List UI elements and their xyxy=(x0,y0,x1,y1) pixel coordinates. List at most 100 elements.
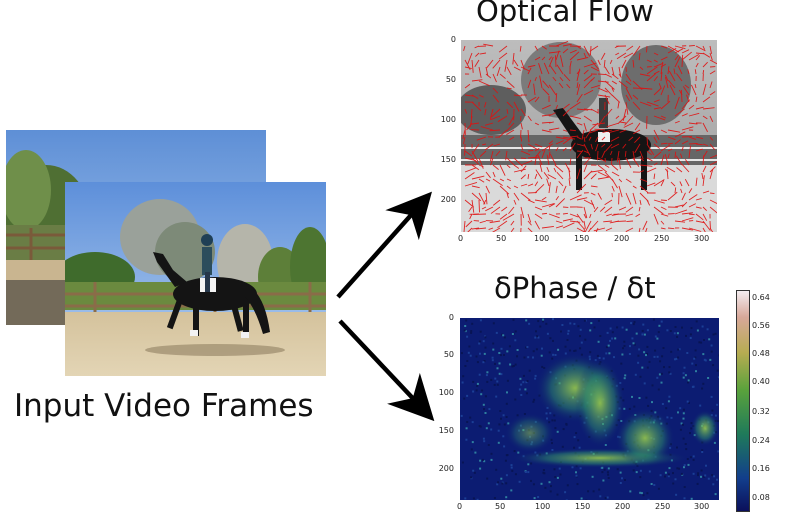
optical-flow-plot xyxy=(461,40,717,232)
speckle-cell xyxy=(496,483,499,486)
flow-vector xyxy=(709,81,713,89)
speckle-cell xyxy=(528,322,531,325)
arrow-to-phase-plot xyxy=(338,319,435,422)
speckle-cell xyxy=(527,471,530,474)
flow-vector xyxy=(471,101,482,112)
speckle-cell xyxy=(510,464,513,467)
flow-vector xyxy=(562,129,568,132)
speckle-cell xyxy=(552,353,555,356)
phase-heatmap xyxy=(460,318,719,500)
flow-vector xyxy=(583,89,594,96)
speckle-cell xyxy=(664,475,666,478)
flow-vector xyxy=(617,101,620,109)
flow-vector xyxy=(709,206,717,214)
flow-vector xyxy=(596,150,599,161)
flow-vector xyxy=(604,94,610,105)
speckle-cell xyxy=(475,355,478,358)
speckle-cell xyxy=(517,451,520,454)
speckle-cell xyxy=(473,471,476,474)
flow-vector xyxy=(576,168,581,180)
flow-vector xyxy=(492,178,503,186)
speckle-cell xyxy=(491,359,494,362)
flow-vector xyxy=(610,157,613,166)
flow-vector xyxy=(555,220,563,224)
speckle-cell xyxy=(661,355,664,358)
speckle-cell xyxy=(514,398,517,401)
flow-vector xyxy=(604,80,615,90)
speckle-cell xyxy=(717,376,719,379)
speckle-cell xyxy=(682,372,685,375)
flow-vector xyxy=(542,88,550,96)
speckle-cell xyxy=(516,414,519,417)
speckle-cell xyxy=(484,346,487,349)
flow-vector xyxy=(590,108,599,114)
speckle-cell xyxy=(698,341,701,344)
flow-vector xyxy=(702,206,708,211)
flow-vector xyxy=(479,150,487,157)
flow-vector xyxy=(597,176,611,180)
speckle-cell xyxy=(490,452,493,455)
flow-vector xyxy=(610,136,620,142)
flow-vector xyxy=(603,59,606,68)
flow-vector xyxy=(681,54,684,68)
flow-vector xyxy=(559,76,564,82)
flow-vector xyxy=(527,115,532,122)
speckle-cell xyxy=(624,479,626,481)
flow-vector xyxy=(587,227,592,232)
flow-vector xyxy=(658,83,662,89)
speckle-cell xyxy=(583,319,586,322)
x-tick: 100 xyxy=(535,502,551,511)
speckle-cell xyxy=(516,355,518,358)
speckle-cell xyxy=(646,329,649,332)
speckle-cell xyxy=(556,493,559,496)
flow-vector xyxy=(555,147,559,152)
speckle-cell xyxy=(687,381,689,384)
speckle-cell xyxy=(580,497,583,500)
speckle-cell xyxy=(710,344,713,347)
speckle-cell xyxy=(490,378,493,381)
speckle-cell xyxy=(575,474,578,477)
flow-vector xyxy=(709,45,712,54)
flow-vector xyxy=(464,83,471,89)
speckle-cell xyxy=(680,472,683,475)
flow-vector xyxy=(623,52,634,59)
flow-vector xyxy=(674,139,681,145)
speckle-cell xyxy=(464,325,467,327)
flow-vector xyxy=(506,157,515,166)
flow-vector xyxy=(709,91,716,96)
flow-vector xyxy=(527,173,530,180)
speckle-cell xyxy=(490,458,493,461)
flow-vector xyxy=(674,96,680,110)
speckle-cell xyxy=(511,469,514,472)
flow-vector xyxy=(639,170,645,173)
speckle-cell xyxy=(656,376,659,379)
colorbar-tick: 0.32 xyxy=(752,407,770,416)
flow-vector xyxy=(646,199,651,206)
optical-flow-title: Optical Flow xyxy=(476,0,654,28)
flow-vector xyxy=(632,157,640,168)
flow-vector xyxy=(674,45,686,50)
flow-vector xyxy=(508,115,515,126)
flow-vector xyxy=(489,220,501,224)
flow-vector xyxy=(576,57,589,61)
flow-vector xyxy=(667,153,670,159)
flow-vector xyxy=(513,168,526,173)
speckle-cell xyxy=(607,467,610,470)
flow-vector xyxy=(687,69,690,75)
speckle-cell xyxy=(573,436,576,439)
speckle-cell xyxy=(576,483,579,486)
speckle-cell xyxy=(492,348,495,351)
speckle-cell xyxy=(718,354,719,357)
flow-vector xyxy=(646,182,656,187)
flow-vector xyxy=(513,164,520,169)
speckle-cell xyxy=(514,339,517,342)
speckle-cell xyxy=(493,497,496,499)
speckle-cell xyxy=(682,437,685,440)
flow-vector xyxy=(645,227,648,232)
flow-vector xyxy=(555,198,566,208)
x-tick: 200 xyxy=(614,234,630,243)
flow-vector xyxy=(601,150,606,159)
speckle-cell xyxy=(666,329,669,332)
flow-vector xyxy=(541,212,548,215)
speckle-cell xyxy=(566,484,569,487)
